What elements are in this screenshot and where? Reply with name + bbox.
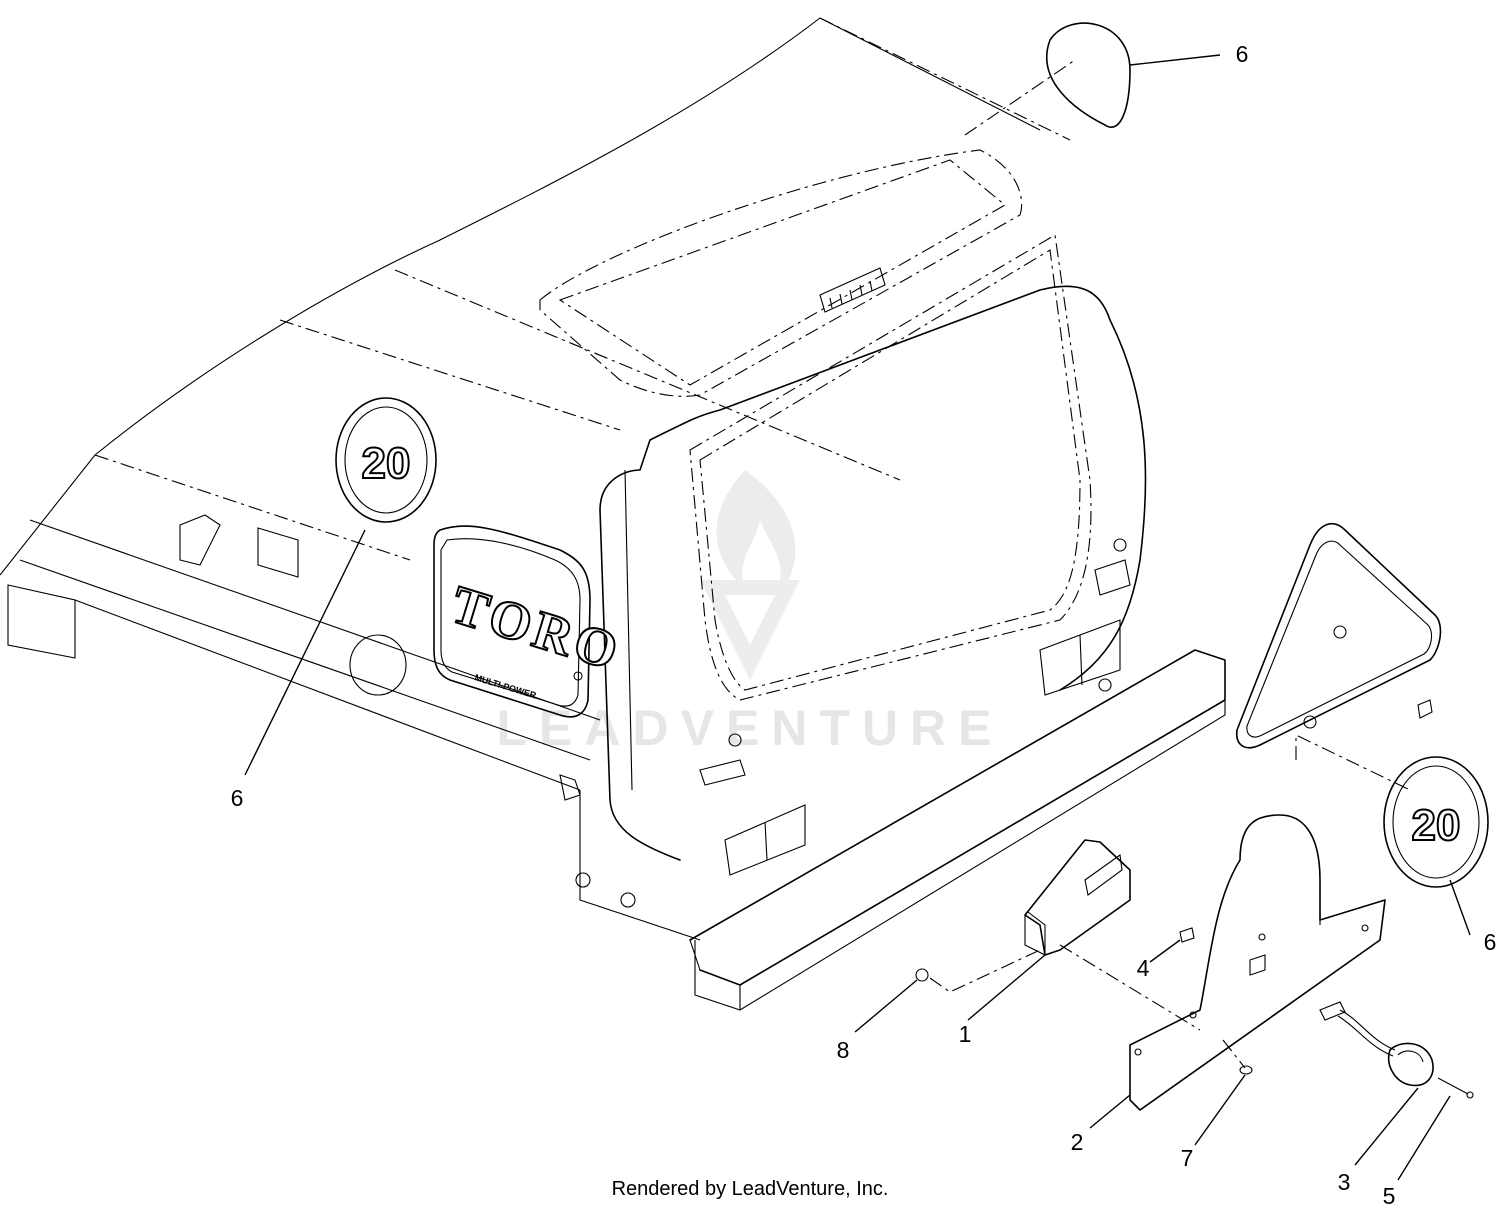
brand-decal: TORO MULTI-POWER — [433, 525, 629, 718]
callout-8: 8 — [837, 1037, 850, 1063]
callout-4: 4 — [1137, 955, 1150, 981]
v-logo-icon — [700, 580, 800, 680]
watermark-text: LEADVENTURE — [496, 700, 1003, 756]
callout-6-top: 6 — [1236, 41, 1249, 67]
footer-credit: Rendered by LeadVenture, Inc. — [611, 1178, 889, 1200]
speed-plate-detached-text: 20 — [1412, 801, 1461, 850]
mounting-plate — [1129, 814, 1386, 1111]
screw-part — [1437, 1077, 1474, 1099]
brand-text: TORO — [444, 574, 628, 682]
flame-icon — [716, 470, 796, 600]
bracket-part — [1024, 839, 1131, 956]
light-unit — [1319, 1001, 1434, 1087]
triangle-reflector — [1235, 522, 1442, 749]
callout-3: 3 — [1338, 1169, 1351, 1195]
speed-plate-side-text: 20 — [362, 439, 411, 488]
callout-2: 2 — [1071, 1129, 1084, 1155]
callout-leaders — [244, 54, 1471, 1181]
decal-top — [964, 22, 1131, 136]
bolt-part — [1222, 1039, 1253, 1075]
callout-labels: 6 6 6 1 2 3 4 5 7 8 — [231, 41, 1497, 1209]
nut-8-part — [915, 944, 1201, 1031]
callout-6-right: 6 — [1484, 929, 1497, 955]
speed-plate-side: 20 — [335, 397, 437, 523]
callout-6-side: 6 — [231, 785, 244, 811]
callout-1: 1 — [959, 1021, 972, 1047]
callout-5: 5 — [1383, 1183, 1396, 1209]
watermark: LEADVENTURE — [496, 470, 1003, 756]
speed-plate-detached: 20 — [1295, 734, 1489, 925]
nut-part — [1179, 927, 1195, 943]
machine-body — [0, 17, 1226, 1011]
callout-7: 7 — [1181, 1145, 1194, 1171]
brand-subtext: MULTI-POWER — [473, 672, 537, 700]
